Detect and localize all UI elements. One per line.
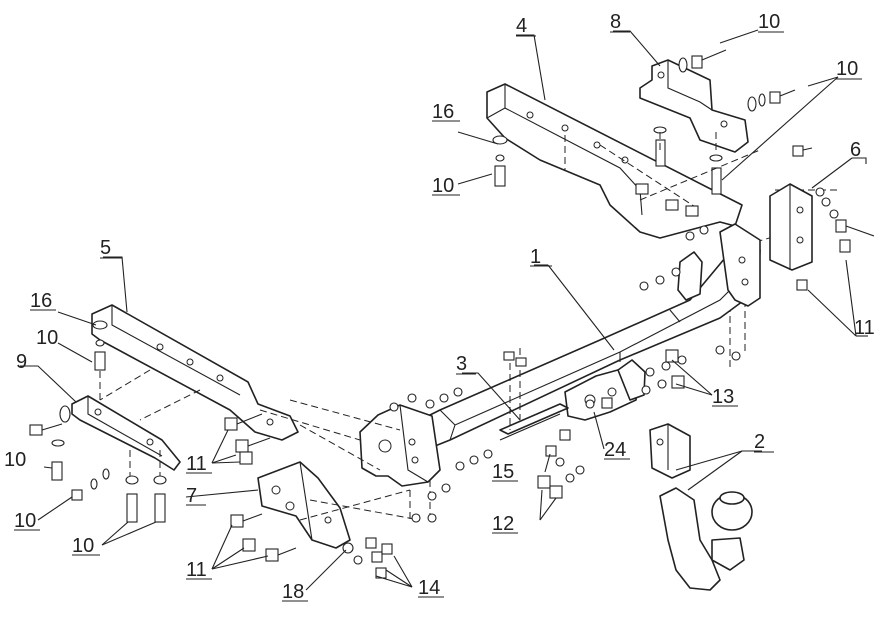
callout-2: 2: [754, 431, 765, 453]
callout-16-left: 16: [30, 290, 52, 312]
callout-13: 13: [712, 386, 734, 408]
crossbar-right-bracket: [677, 223, 761, 307]
callout-8: 8: [610, 11, 621, 33]
callout-5: 5: [100, 237, 111, 259]
hardware-bottom-left: [342, 537, 393, 579]
callout-9: 9: [16, 351, 27, 373]
callout-10-top: 10: [758, 11, 780, 33]
part-8-bracket: [639, 59, 749, 153]
callout-3: 3: [456, 353, 467, 375]
callout-16-top: 16: [432, 101, 454, 123]
part-3-socket-plate: [499, 348, 569, 441]
hardware-left: [29, 320, 297, 562]
callout-15: 15: [492, 461, 514, 483]
callout-24: 24: [604, 439, 626, 461]
callout-11-lower: 11: [186, 559, 207, 581]
crossbar-left-bracket: [359, 404, 441, 487]
callout-10-left-rail: 10: [36, 327, 58, 349]
callout-12: 12: [492, 513, 514, 535]
callout-18: 18: [282, 581, 304, 603]
hardware-top-right: [492, 49, 796, 195]
callout-14: 14: [418, 577, 440, 599]
callout-10-right: 10: [836, 58, 858, 80]
callout-4: 4: [516, 15, 527, 37]
callout-11-right: 11: [854, 317, 874, 339]
part-9-bracket: [71, 395, 181, 471]
hardware-crossbar: [389, 183, 741, 523]
callout-7: 7: [186, 485, 197, 507]
callout-11-upper: 11: [186, 453, 207, 475]
callout-10-bottom-left: 10: [14, 510, 36, 532]
part-24-center-bracket: [564, 359, 646, 421]
callout-1: 1: [530, 246, 541, 268]
part-5-rail: [91, 304, 299, 441]
part-2-towball: [649, 423, 753, 591]
callout-labels: 1 2 3 4 5 6 7 8 9 10 10 10 10 10 10 10 1…: [4, 11, 874, 603]
callout-10-upper-left: 10: [432, 175, 454, 197]
callout-10-far-left: 10: [4, 449, 26, 471]
callout-underlines: [14, 31, 862, 602]
leader-lines: [20, 29, 868, 591]
assembly-lines-left: [99, 360, 431, 521]
part-6-side-plate: [769, 145, 874, 291]
callout-6: 6: [850, 139, 861, 161]
callout-10-bottom: 10: [72, 535, 94, 557]
part-7-side-plate: [257, 461, 351, 549]
